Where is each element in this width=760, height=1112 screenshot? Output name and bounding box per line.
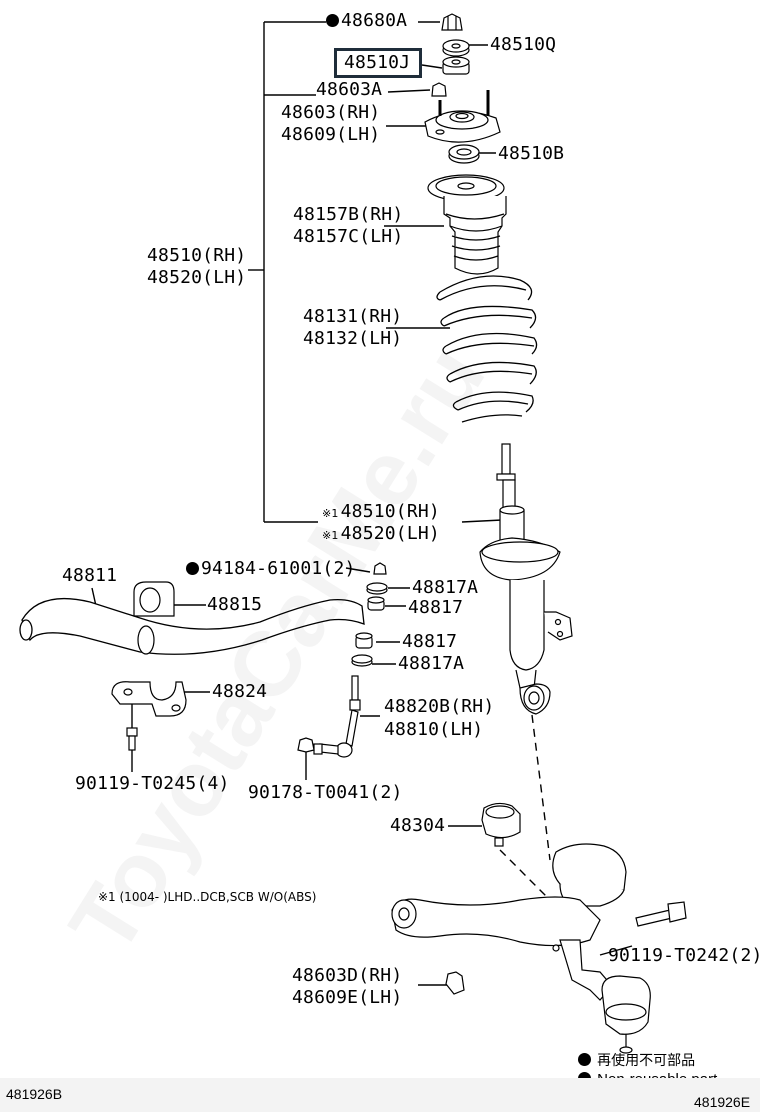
label-48304[interactable]: 48304: [390, 815, 446, 836]
nut-48680a: [441, 13, 463, 31]
footer-left-code: 481926B: [6, 1086, 63, 1102]
label-48131-rh[interactable]: 48131(RH): [303, 306, 403, 327]
label-48824[interactable]: 48824: [212, 681, 268, 702]
label-48817a-bottom[interactable]: 48817A: [398, 653, 465, 674]
bushing-48304: [481, 802, 521, 847]
label-90119-t0245[interactable]: 90119-T0245(4): [75, 773, 230, 794]
link-48820b: [313, 675, 361, 758]
highlighted-part-box: [334, 48, 422, 78]
label-94184[interactable]: 94184-61001(2): [186, 559, 356, 579]
bolt-90119-t0245: [126, 727, 138, 751]
label-48810-lh[interactable]: 48810(LH): [384, 719, 484, 740]
bracket-48824: [111, 681, 187, 717]
label-48132-lh[interactable]: 48132(LH): [303, 328, 403, 349]
label-48609-lh[interactable]: 48609(LH): [281, 124, 381, 145]
washer-48510q: [442, 39, 470, 57]
label-90119-t0242[interactable]: 90119-T0242(2): [608, 945, 760, 966]
label-48603a[interactable]: 48603A: [316, 79, 383, 100]
bushing-48817-bottom: [355, 632, 373, 649]
label-48510b[interactable]: 48510B: [498, 143, 565, 164]
label-48680a[interactable]: 48680A: [326, 11, 407, 31]
label-48603d-rh[interactable]: 48603D(RH): [292, 965, 403, 986]
label-48820b-rh[interactable]: 48820B(RH): [384, 696, 495, 717]
bushing-48817a-bottom: [351, 654, 373, 667]
stabilizer-bar-48811: [19, 597, 365, 655]
bolt-90119-t0242: [635, 901, 687, 927]
footer-right-code: 481926E: [694, 1094, 751, 1110]
label-48157c-lh[interactable]: 48157C(LH): [293, 226, 404, 247]
non-reusable-mark-icon: [326, 14, 339, 27]
label-48603-rh[interactable]: 48603(RH): [281, 102, 381, 123]
bushing-48817a-top: [366, 582, 388, 595]
shock-absorber: [479, 443, 573, 715]
nut-48603a: [431, 82, 447, 97]
lower-arm: [391, 843, 627, 1001]
nut-94184: [373, 562, 387, 575]
coil-spring-48131: [436, 275, 538, 423]
bushing-48817-top: [367, 596, 385, 611]
condition-note: ※1 (1004- )LHD..DCB,SCB W/O(ABS): [98, 890, 317, 904]
bearing-48510b: [448, 144, 480, 164]
boot-48157: [427, 174, 507, 275]
support-48603: [424, 90, 501, 143]
label-48510q[interactable]: 48510Q: [490, 34, 557, 55]
non-reusable-mark-icon: [578, 1053, 591, 1066]
footer-bar: [0, 1078, 760, 1112]
non-reusable-mark-icon: [186, 562, 199, 575]
nut-90178: [297, 737, 315, 753]
label-48520-lh-assembly[interactable]: 48520(LH): [147, 267, 247, 288]
bushing-on-bar: [137, 625, 155, 655]
label-48510-rh-assembly[interactable]: 48510(RH): [147, 245, 247, 266]
label-48817-bottom[interactable]: 48817: [402, 631, 458, 652]
bushing-48510j: [442, 56, 470, 75]
bushing-48815: [133, 581, 175, 617]
ball-joint: [601, 975, 651, 1054]
label-48609e-lh[interactable]: 48609E(LH): [292, 987, 403, 1008]
label-48817-top[interactable]: 48817: [408, 597, 464, 618]
label-48811[interactable]: 48811: [62, 565, 118, 586]
label-90178-t0041[interactable]: 90178-T0041(2): [248, 782, 403, 803]
nut-48603d: [445, 971, 465, 995]
label-48815[interactable]: 48815: [207, 594, 263, 615]
label-48510j[interactable]: 48510J: [344, 52, 411, 73]
legend-jp: 再使用不可部品: [578, 1050, 695, 1070]
label-48157b-rh[interactable]: 48157B(RH): [293, 204, 404, 225]
label-48817a-top[interactable]: 48817A: [412, 577, 479, 598]
